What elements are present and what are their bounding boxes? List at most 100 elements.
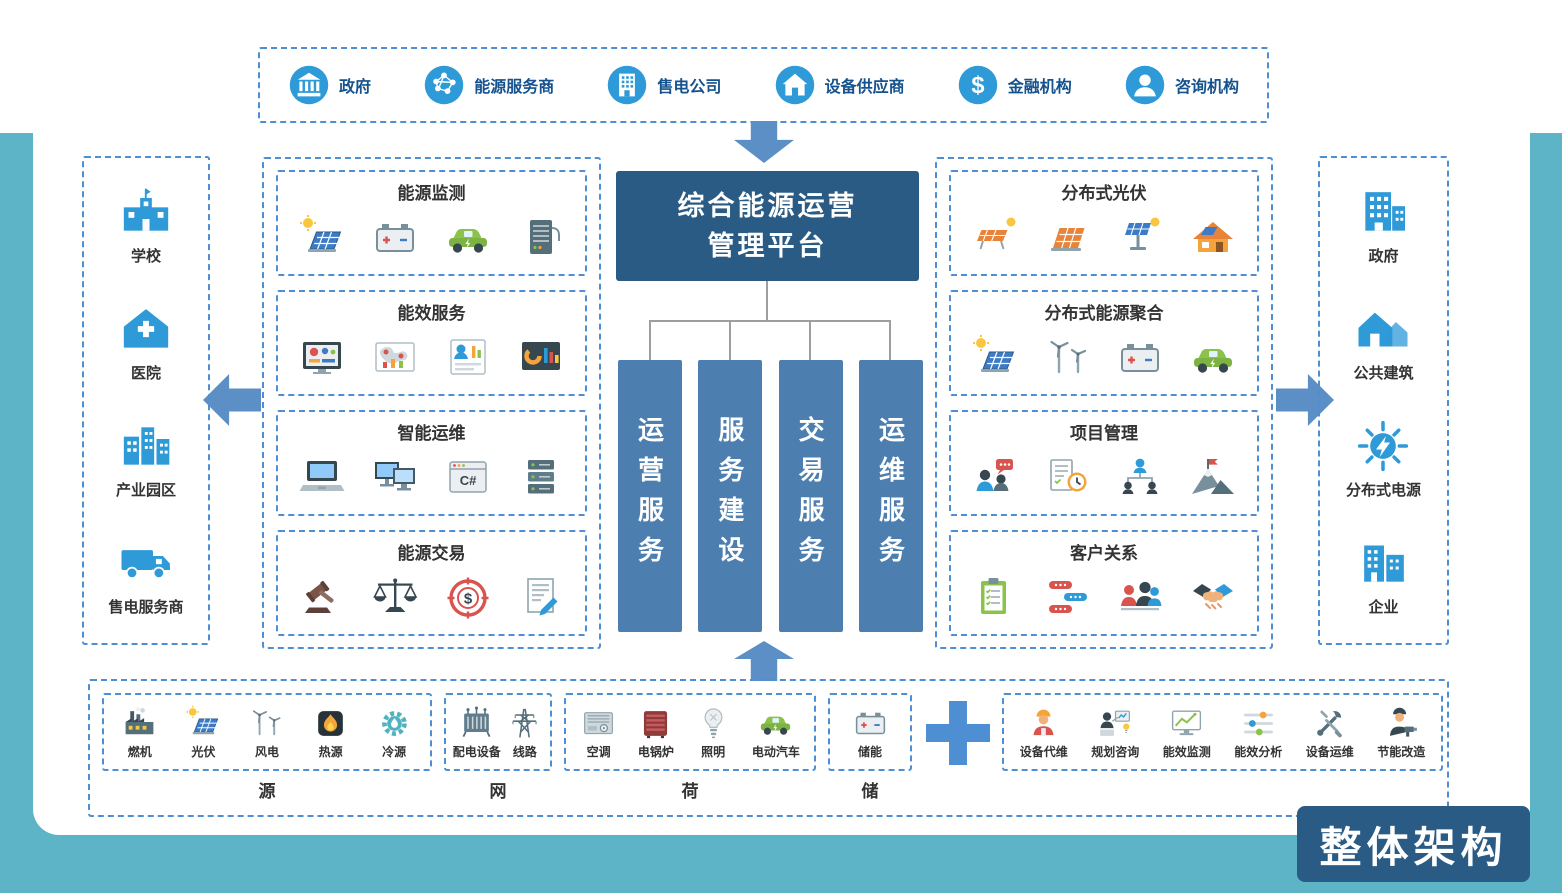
module-title: 能效服务: [397, 304, 466, 323]
bottom-item: 线路: [506, 705, 543, 760]
transformer-icon: [458, 705, 495, 742]
module-title: 能源交易: [397, 544, 466, 563]
solar-small-icon: [971, 214, 1019, 262]
bottom-item: 光伏: [185, 705, 222, 760]
bottom-item-label: 能效分析: [1234, 744, 1283, 759]
connector-line: [809, 322, 811, 360]
chat-list-icon: [1044, 574, 1092, 622]
gavel-icon: [298, 574, 346, 622]
entity-item: 医院: [118, 301, 174, 383]
module-distributed-energy-aggregation: 分布式能源聚合: [949, 290, 1259, 396]
org-chart-icon: [1116, 454, 1164, 502]
entity-label: 医院: [130, 364, 161, 382]
public-buildings-icon: [1355, 301, 1411, 357]
group-load-box: 空调 电锅炉 照明 电动汽车: [564, 693, 816, 771]
bottom-item: 风电: [248, 705, 285, 760]
boiler-icon: [637, 705, 674, 742]
module-title: 分布式光伏: [1061, 184, 1147, 203]
ev-car-icon: [757, 705, 794, 742]
gov-buildings-icon: [1356, 184, 1412, 240]
solar-roof-icon: [1189, 214, 1237, 262]
map-chart-icon: [371, 334, 419, 382]
entity-label: 企业: [1368, 599, 1399, 617]
stakeholder-item: 售电公司: [606, 64, 721, 106]
service-pillars: 运营服务 服务建设 交易服务 运维服务: [618, 360, 923, 632]
stakeholder-label: 咨询机构: [1174, 79, 1239, 96]
stakeholder-label: 设备供应商: [824, 79, 905, 96]
hospital-icon: [118, 301, 174, 357]
solar-panel-icon: [971, 334, 1019, 382]
stakeholder-label: 政府: [339, 79, 372, 96]
solar-panel-icon: [185, 705, 222, 742]
pillar-label: 服务建设: [714, 416, 745, 576]
laptop-icon: [298, 454, 346, 502]
gauge-chart-icon: [517, 334, 565, 382]
module-icon-row: [286, 204, 577, 271]
plus-icon: [926, 701, 990, 765]
stakeholders-box: 政府 能源服务商 售电公司 设备供应商 $ 金融机构: [258, 47, 1269, 123]
bottom-item: 热源: [312, 705, 349, 760]
lamp-icon: [695, 705, 732, 742]
bank-icon: [288, 64, 330, 106]
module-icon-row: [959, 564, 1249, 631]
overall-architecture-badge: 整体架构: [1297, 806, 1530, 882]
bottom-item-label: 储能: [857, 744, 882, 759]
office-building-icon: [606, 64, 648, 106]
bottom-item: 能效分析: [1234, 705, 1282, 760]
group-services-box: 设备代维 规划咨询 能效监测 能效分析: [1002, 693, 1443, 771]
svg-text:C#: C#: [460, 473, 477, 488]
module-title: 智能运维: [397, 424, 466, 443]
power-line-icon: [506, 705, 543, 742]
connector-line: [889, 322, 891, 360]
scales-icon: [371, 574, 419, 622]
module-icon-row: [959, 324, 1249, 391]
bottom-item-label: 冷源: [382, 744, 407, 759]
bottom-item-label: 设备运维: [1305, 744, 1354, 759]
module-icon-row: [959, 444, 1249, 511]
group-storage-box: 储能: [828, 693, 912, 771]
task-clock-icon: [1044, 454, 1092, 502]
module-title: 能源监测: [397, 184, 466, 203]
module-energy-monitoring: 能源监测: [276, 170, 587, 276]
entity-label: 售电服务商: [108, 599, 184, 617]
entity-item: 企业: [1356, 535, 1412, 617]
worker-tools-icon: [1383, 705, 1420, 742]
bottom-item: 电动汽车: [752, 705, 800, 760]
heat-icon: [312, 705, 349, 742]
module-icon-row: [959, 204, 1249, 271]
entity-item: 产业园区: [116, 418, 176, 500]
stakeholder-item: 设备供应商: [774, 64, 905, 106]
worker-icon: [1025, 705, 1062, 742]
platform-title-box: 综合能源运营 管理平台: [616, 171, 919, 281]
service-pillar: 运营服务: [618, 360, 682, 632]
person-icon: [1124, 64, 1166, 106]
module-project-management: 项目管理: [949, 410, 1259, 516]
bottom-item-label: 风电: [254, 744, 279, 759]
module-title: 分布式能源聚合: [1044, 304, 1164, 323]
bottom-item: 储能: [852, 705, 889, 760]
right-modules-box: 分布式光伏 分布式能源聚合 项目管理 客户关系: [935, 157, 1273, 649]
bottom-item: 空调: [580, 705, 617, 760]
module-icon-row: $: [286, 564, 577, 631]
bottom-item-label: 配电设备: [452, 744, 501, 759]
module-customer-relations: 客户关系: [949, 530, 1259, 636]
stakeholder-label: 金融机构: [1007, 79, 1072, 96]
network-icon: [423, 64, 465, 106]
bottom-item-label: 电动汽车: [751, 744, 800, 759]
home-icon: [774, 64, 816, 106]
industrial-park-icon: [118, 418, 174, 474]
monitor-chart-icon: [1168, 705, 1205, 742]
bottom-item: 设备运维: [1306, 705, 1354, 760]
service-pillar: 交易服务: [778, 360, 843, 632]
bottom-item-label: 热源: [318, 744, 343, 759]
source-grid-load-storage-box: 燃机 光伏 风电 热源 冷源: [88, 679, 1449, 817]
bottom-item: 规划咨询: [1091, 705, 1139, 760]
group-label-storage: 储: [861, 782, 879, 801]
solar-panel-icon: [298, 214, 346, 262]
bottom-item: 燃机: [121, 705, 158, 760]
wind-turbines-icon: [1044, 334, 1092, 382]
pillar-label: 交易服务: [795, 416, 826, 576]
group-grid-box: 配电设备 线路: [444, 693, 552, 771]
connector-line: [649, 320, 891, 322]
